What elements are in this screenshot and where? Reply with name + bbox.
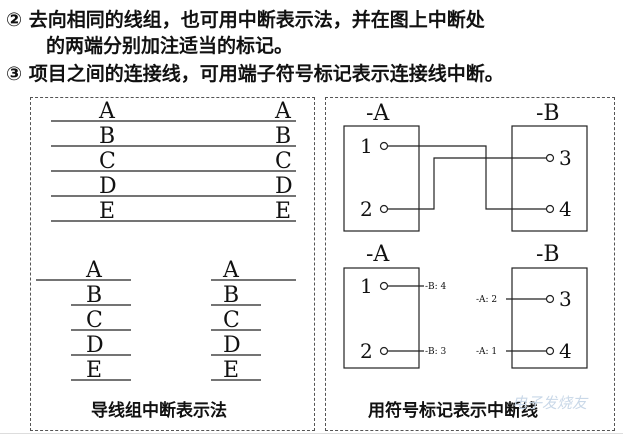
mark-label: -B: 3 (425, 347, 447, 357)
bottom-divider (0, 433, 623, 434)
connection-wire (388, 157, 546, 210)
watermark: 电子发烧友 (512, 394, 588, 412)
connection-wire (388, 145, 546, 210)
letter-label: E (99, 199, 115, 224)
terminal-number: 2 (360, 197, 373, 221)
letter-label: B (86, 283, 102, 308)
left-diagram: A B C D E A B C D E A B C D E (36, 99, 296, 421)
terminal-number: 4 (559, 197, 572, 221)
mark-label: -A: 1 (476, 347, 497, 357)
device-label-a: -A (366, 101, 390, 126)
mark-label: -B: 4 (425, 282, 447, 292)
device-label-b: -B (536, 101, 560, 126)
terminal-dot (545, 153, 555, 163)
right-diagram: -A -B 1 2 3 4 -A -B 1 2 3 4 (343, 101, 588, 421)
terminal-dot (379, 281, 389, 291)
letter-label: E (86, 358, 102, 383)
right-caption: 用符号标记表示中断线 (368, 400, 538, 421)
device-box-a (343, 125, 420, 232)
terminal-dot (379, 346, 389, 356)
left-caption: 导线组中断表示法 (91, 400, 227, 421)
letter-label: A (98, 99, 116, 124)
terminal-dot (379, 141, 389, 151)
letter-label: D (275, 174, 293, 199)
text-line-3: ③ 项目之间的连接线，可用端子符号标记表示连接线中断。 (6, 63, 504, 85)
letter-label: B (275, 124, 291, 149)
letter-label: D (99, 174, 117, 199)
letter-label: D (223, 333, 241, 358)
terminal-dot (545, 346, 555, 356)
terminal-number: 1 (360, 134, 373, 158)
letter-label: C (275, 149, 292, 174)
letter-label: A (274, 99, 292, 124)
letter-label: B (99, 124, 115, 149)
letter-label: C (99, 149, 116, 174)
device-box-b (511, 125, 588, 232)
text-line-2: 的两端分别加注适当的标记。 (46, 35, 294, 57)
text-line-1: ② 去向相同的线组，也可用中断表示法，并在图上中断处 (6, 9, 485, 31)
terminal-dot (545, 204, 555, 214)
terminal-number: 4 (559, 339, 572, 363)
device-box-b (511, 267, 588, 369)
terminal-number: 1 (360, 274, 373, 298)
left-panel: A B C D E A B C D E A B C D E (30, 97, 315, 431)
mark-label: -A: 2 (476, 295, 497, 305)
device-box-a (343, 267, 420, 369)
letter-label: C (86, 308, 103, 333)
device-label-b: -B (536, 242, 560, 267)
letter-label: A (85, 258, 103, 283)
terminal-number: 3 (559, 287, 572, 311)
letter-label: D (86, 333, 104, 358)
letter-label: B (223, 283, 239, 308)
right-panel: -A -B 1 2 3 4 -A -B 1 2 3 4 (325, 97, 615, 431)
letter-label: E (223, 358, 239, 383)
letter-label: A (222, 258, 240, 283)
letter-label: C (223, 308, 240, 333)
terminal-number: 2 (360, 339, 373, 363)
letter-label: E (275, 199, 291, 224)
terminal-dot (545, 294, 555, 304)
device-label-a: -A (366, 242, 390, 267)
terminal-number: 3 (559, 146, 572, 170)
terminal-dot (379, 204, 389, 214)
